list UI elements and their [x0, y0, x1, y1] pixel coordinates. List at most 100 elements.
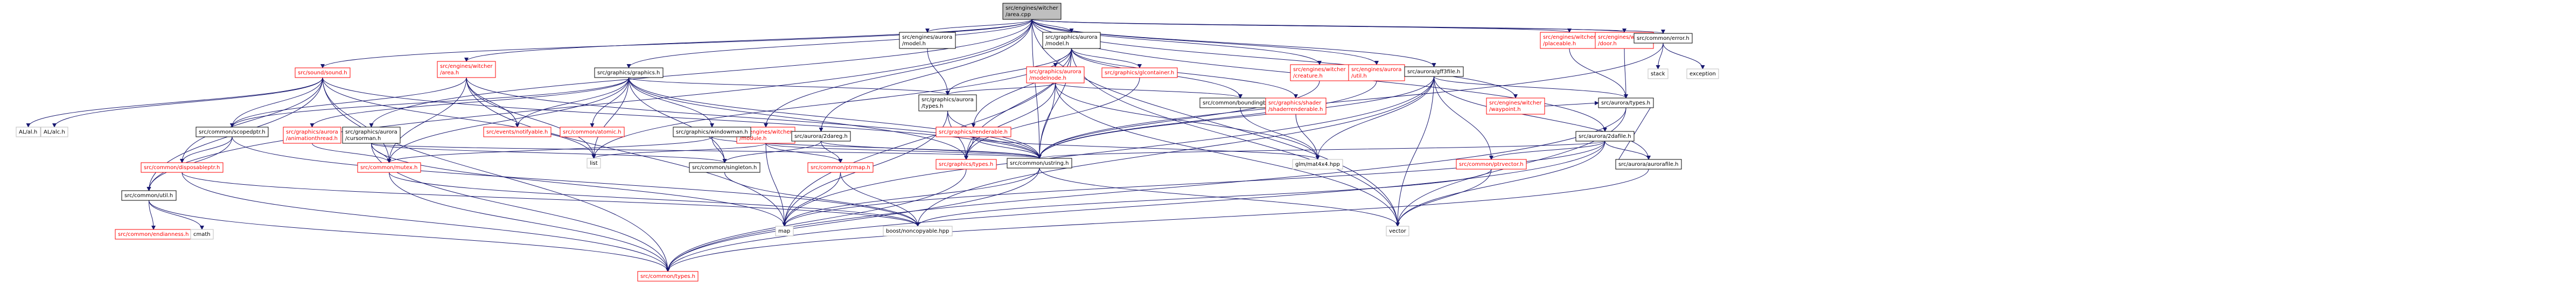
graph-node-mutex[interactable]: src/common/mutex.h	[357, 162, 421, 173]
graph-node-disposableptr[interactable]: src/common/disposableptr.h	[141, 162, 224, 173]
graph-node-auroratypesh[interactable]: src/aurora/types.h	[1598, 97, 1654, 108]
edge-sound-to-ustring	[322, 77, 1042, 159]
graph-node-sound[interactable]: src/sound/sound.h	[295, 67, 351, 78]
edge-root-to-error	[1031, 19, 1665, 34]
graph-node-glcontainer[interactable]: src/graphics/glcontainer.h	[1101, 67, 1178, 78]
graph-node-twodafile[interactable]: src/aurora/2dafile.h	[1575, 131, 1635, 142]
graph-node-singleton[interactable]: src/common/singleton.h	[689, 162, 760, 173]
edge-root-to-creature	[1031, 19, 1322, 65]
graph-node-atomic[interactable]: src/common/atomic.h	[560, 127, 625, 137]
edge-ustring-to-ctypes	[666, 168, 1040, 272]
graph-node-gfx[interactable]: src/graphics/graphics.h	[594, 67, 664, 78]
edge-gfx-to-scopedptr	[230, 77, 629, 128]
edge-twodafile-to-vector	[1395, 141, 1605, 227]
graph-node-types2da[interactable]: src/aurora/2dareg.h	[791, 131, 851, 142]
node-label: AL/al.h	[19, 129, 37, 135]
edge-types2da-to-ptrmap	[821, 141, 843, 163]
node-label: src/graphics/shader	[1268, 100, 1322, 106]
edge-renderable-to-mat4	[973, 136, 1320, 160]
node-box	[16, 127, 41, 137]
graph-node-aurorautil[interactable]: src/engines/aurora/util.h	[1348, 64, 1405, 81]
graph-node-ptrvector[interactable]: src/common/ptrvector.h	[1456, 159, 1527, 170]
graph-node-noncopyable: boost/noncopyable.hpp	[883, 226, 953, 236]
edge-sound-to-list	[322, 77, 596, 159]
node-label: src/common/atomic.h	[563, 129, 622, 135]
node-box	[899, 32, 956, 49]
edge-ptrmap-to-map	[782, 172, 841, 227]
edge-cursorman-to-ustring	[371, 143, 1042, 159]
graph-node-ctypes[interactable]: src/common/types.h	[637, 271, 699, 282]
edge-ptrvector-to-vector	[1395, 169, 1492, 227]
node-label: src/graphics/aurora	[286, 129, 338, 135]
graph-node-windowman[interactable]: src/graphics/windowman.h	[673, 127, 751, 137]
graph-node-animthread[interactable]: src/graphics/aurora/animationthread.h	[283, 127, 341, 144]
graph-node-aurorafile[interactable]: src/aurora/aurorafile.h	[1615, 159, 1682, 170]
graph-node-shaderrenderable[interactable]: src/graphics/shader/shaderrenderable.h	[1265, 97, 1327, 115]
edge-root-to-door	[1031, 19, 1626, 33]
node-box	[1101, 67, 1178, 78]
edge-error-to-exception	[1663, 43, 1705, 69]
graph-node-ptrmap[interactable]: src/common/ptrmap.h	[807, 162, 874, 173]
edge-root-to-types2da	[819, 19, 1032, 132]
graph-node-placeable[interactable]: src/engines/witcher/placeable.h	[1540, 32, 1599, 49]
edge-witchmodule-to-ustring	[765, 143, 1042, 159]
edge-gff3file-to-noncopyable	[916, 76, 1434, 227]
graph-node-notifyable[interactable]: src/events/notifyable.h	[483, 127, 551, 137]
edge-aurorafile-to-auroratypesh	[1615, 102, 1654, 165]
graph-node-renderable[interactable]: src/graphics/renderable.h	[936, 127, 1011, 137]
node-box	[1575, 131, 1635, 142]
node-label: /shaderrenderable.h	[1268, 107, 1323, 113]
graph-node-scopedptr[interactable]: src/common/scopedptr.h	[196, 127, 269, 137]
node-box	[936, 127, 1011, 137]
edge-sound-to-mutex	[322, 77, 392, 163]
node-label: /modelnode.h	[1029, 75, 1066, 81]
node-label: /waypoint.h	[1489, 107, 1521, 113]
edge-root-to-ustring	[1031, 19, 1042, 159]
graph-node-auroratypes[interactable]: src/graphics/aurora/types.h	[918, 94, 977, 111]
graph-node-waypoint[interactable]: src/engines/witcher/waypoint.h	[1486, 97, 1545, 115]
edge-door-to-auroratypesh	[1623, 48, 1628, 99]
node-label: /types.h	[922, 103, 943, 109]
graph-node-modelnode[interactable]: src/graphics/aurora/modelnode.h	[1026, 66, 1085, 83]
node-box	[190, 229, 214, 240]
edge-types2da-to-singleton	[722, 141, 821, 163]
graph-node-gfxtypes[interactable]: src/graphics/types.h	[936, 159, 997, 170]
graph-node-error[interactable]: src/common/error.h	[1633, 33, 1693, 44]
edge-witcharea-to-scopedptr	[230, 77, 467, 128]
graph-node-root[interactable]: src/engines/witcher/area.cpp	[1002, 3, 1062, 20]
graph-node-ustring[interactable]: src/common/ustring.h	[1007, 158, 1072, 169]
graph-node-endianness[interactable]: src/common/endianness.h	[115, 229, 192, 240]
node-box	[1042, 32, 1101, 49]
node-layer: src/engines/witcher/area.cpp src/sound/so…	[16, 3, 1719, 282]
edge-twodafile-to-ptrvector	[1489, 141, 1605, 160]
node-box	[283, 127, 341, 144]
node-label: AL/alc.h	[44, 129, 65, 135]
edge-gff3file-to-map	[782, 76, 1434, 227]
node-label: /placeable.h	[1543, 41, 1576, 47]
edge-layer	[26, 19, 1705, 272]
node-label: src/common/mutex.h	[360, 165, 417, 171]
graph-node-gff3file[interactable]: src/aurora/gff3file.h	[1404, 66, 1464, 77]
graph-node-cursorman[interactable]: src/graphics/aurora/cursorman.h	[342, 127, 401, 144]
edge-mutex-to-ctypes	[389, 172, 670, 272]
node-box	[295, 67, 351, 78]
graph-node-auroramodel[interactable]: src/engines/aurora/model.h	[899, 32, 956, 49]
edge-model-to-glcontainer	[1071, 48, 1142, 68]
node-box	[883, 226, 953, 236]
graph-node-creature[interactable]: src/engines/witcher/creature.h	[1290, 64, 1349, 81]
edge-twodafile-to-map	[782, 141, 1605, 227]
graph-node-witcharea[interactable]: src/engines/witcher/area.h	[437, 61, 496, 78]
node-label: /area.cpp	[1006, 12, 1031, 18]
node-label: cmath	[193, 232, 211, 238]
graph-node-cutil[interactable]: src/common/util.h	[121, 190, 177, 201]
node-box	[936, 159, 997, 170]
node-box	[1456, 159, 1527, 170]
edge-sound-to-ctypes	[322, 77, 670, 272]
graph-node-boundingbox[interactable]: src/common/boundingbox.h	[1199, 97, 1281, 108]
graph-node-stack: stack	[1647, 68, 1669, 79]
graph-node-cmath: cmath	[190, 229, 214, 240]
node-box	[689, 162, 760, 173]
node-label: src/graphics/renderable.h	[939, 129, 1008, 135]
graph-node-model[interactable]: src/graphics/aurora/model.h	[1042, 32, 1101, 49]
edge-gff3file-to-vector	[1395, 76, 1434, 227]
